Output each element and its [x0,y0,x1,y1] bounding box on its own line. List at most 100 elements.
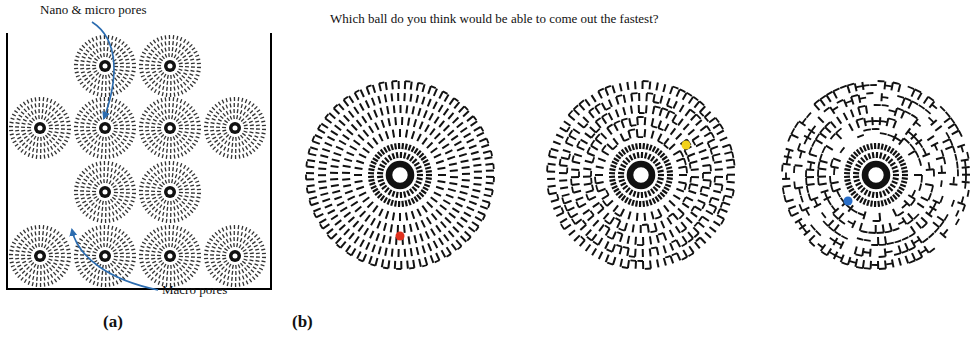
pore-wall [187,87,190,90]
pore-wall [67,129,71,130]
pore-wall [21,130,25,132]
pore-wall [181,53,184,56]
pore-wall [204,126,208,127]
pore-wall [120,175,123,178]
pore-wall [24,264,27,266]
pore-wall [454,141,461,145]
pore-wall [207,114,211,116]
pore-wall [39,225,40,229]
pore-wall [344,159,352,161]
pore-wall [197,132,201,134]
pore-wall [410,94,411,102]
pore-wall [161,239,163,243]
pore-wall [183,144,186,147]
pore-wall [242,226,243,230]
pore-wall [170,93,171,97]
pore-wall [56,270,59,273]
pore-wall [252,277,255,280]
pore-wall [119,39,121,43]
pore-wall [92,38,94,42]
pore-wall [106,115,108,119]
pore-wall [191,124,195,126]
pore-wall [400,152,403,158]
pore-wall [444,125,450,131]
pore-wall [75,60,79,62]
pore-wall [433,102,437,109]
pore-wall [155,116,158,119]
pore-wall [127,207,130,209]
pore-wall [369,126,373,133]
pore-wall [165,35,167,39]
pore-wall [223,252,227,253]
pore-wall [393,105,396,113]
pore-wall [90,180,93,183]
pore-wall [191,192,195,193]
pore-wall [386,131,389,139]
pore-wall [161,36,162,40]
pore-wall [406,200,407,206]
pore-wall [191,252,195,254]
pore-wall [121,270,124,273]
pore-wall [110,238,112,242]
pore-wall [195,117,199,118]
pore-wall [325,205,332,208]
pore-wall [163,212,164,216]
pore-wall [21,149,23,152]
pore-wall [145,82,148,84]
pore-wall [242,98,243,102]
pore-wall [391,200,393,206]
pore-wall [27,255,31,257]
pore-wall [35,116,37,120]
pore-wall [113,240,115,243]
pore-wall [51,274,53,278]
pore-wall [210,144,213,146]
pore-wall [142,178,146,180]
pore-wall [40,283,41,287]
pore-wall [111,104,112,108]
pore-wall [461,128,468,133]
pore-wall [192,110,195,112]
pore-wall [204,254,208,255]
pore-wall [75,261,79,263]
pore-wall [86,87,88,90]
pore-wall [176,104,177,108]
pore-wall [126,62,130,64]
pore-wall [147,201,151,203]
pore-wall [377,172,383,175]
pore-wall [249,151,251,154]
pore-wall [179,128,183,130]
pore-wall [362,116,366,123]
pore-wall [344,229,349,235]
pore-wall [111,119,114,122]
pore-wall [151,176,154,179]
pore-wall [257,143,260,145]
pore-wall [168,237,169,241]
pore-wall [467,139,474,143]
pore-wall [176,73,179,76]
pore-wall [158,188,162,189]
pore-wall [381,150,385,155]
pore-wall [354,237,359,244]
pore-wall [130,55,134,56]
pore-wall [194,177,198,179]
pore-wall [20,232,23,235]
pore-wall [158,124,162,125]
pore-wall [150,168,153,171]
pore-wall [76,118,80,119]
pore-wall [425,181,431,183]
pore-wall [107,167,109,171]
pore-wall [105,265,107,269]
pore-wall [181,84,183,88]
pore-wall [205,250,209,252]
pore-wall [92,228,94,232]
pore-wall [394,143,397,149]
pore-wall [224,275,226,279]
pore-wall [48,122,52,124]
pore-wall [105,213,106,217]
pore-wall [250,124,254,126]
pore-wall [80,194,84,196]
pore-wall [425,167,431,169]
pore-wall [101,155,103,159]
pore-wall [22,271,25,274]
pore-wall [223,113,226,116]
